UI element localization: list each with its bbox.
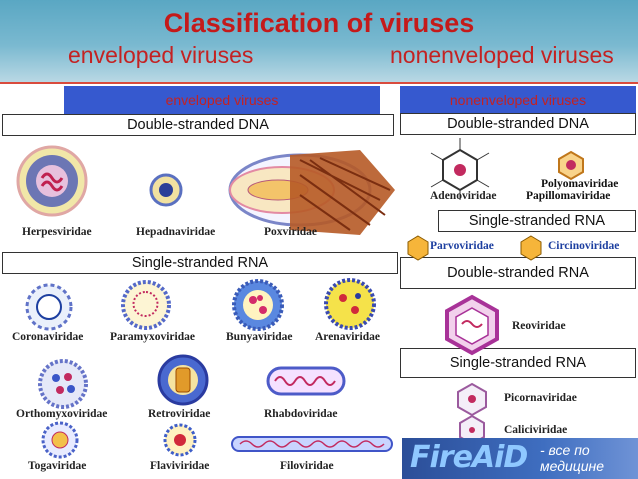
fireaid-logo: FireAiD - все по медицине — [402, 438, 638, 479]
virus-name-picornaviridae: Picornaviridae — [504, 392, 577, 404]
virus-name-reoviridae: Reoviridae — [512, 320, 566, 332]
logo-tagline-line-1: - все по — [540, 442, 590, 458]
virus-name-bunyaviridae: Bunyaviridae — [226, 331, 293, 343]
togavirus-icon — [41, 421, 79, 459]
flavivirus-icon — [163, 423, 197, 457]
coronavirus-icon — [25, 283, 73, 331]
virus-name-poxviridae: Poxviridae — [264, 226, 318, 238]
poxvirus-icon — [228, 150, 395, 235]
virus-name-filoviridae: Filoviridae — [280, 460, 334, 472]
paramyxovirus-icon — [121, 280, 171, 330]
virus-name-parvoviridae: Parvoviridae — [430, 240, 494, 252]
header-banner — [0, 0, 638, 82]
parvovirus-icon — [407, 235, 429, 261]
nonenv-ssrna-label-1: Single-stranded RNA — [438, 210, 636, 232]
circinovirus-icon — [520, 235, 542, 261]
virus-name-herpesviridae: Herpesviridae — [22, 226, 92, 238]
herpesvirus-icon — [16, 145, 88, 217]
polyomavirus-icon — [558, 150, 584, 181]
bunyavirus-icon — [232, 279, 284, 331]
virus-name-hepadnaviridae: Hepadnaviridae — [136, 226, 216, 238]
nonenv-ssrna-label-2: Single-stranded RNA — [400, 348, 636, 378]
virus-name-orthomyxoviridae: Orthomyxoviridae — [16, 408, 108, 420]
arenavirus-icon — [324, 278, 376, 330]
header-divider — [0, 82, 638, 84]
picornavirus-icon — [457, 382, 487, 417]
virus-name-paramyxoviridae: Paramyxoviridae — [110, 331, 195, 343]
virus-name-caliciviridae: Caliciviridae — [504, 424, 568, 436]
header-nonenveloped: nonenveloped viruses — [390, 42, 614, 68]
orthomyxovirus-icon — [38, 359, 88, 409]
reovirus-icon — [445, 294, 499, 356]
virus-name-polyomaviridae: Polyomaviridae — [541, 178, 619, 190]
env-dsdna-label: Double-stranded DNA — [2, 114, 394, 136]
env-ssrna-label: Single-stranded RNA — [2, 252, 398, 274]
enveloped-bar: enveloped viruses — [64, 86, 380, 114]
adenovirus-icon — [430, 138, 490, 200]
hepadnavirus-icon — [149, 173, 183, 207]
virus-name-rhabdoviridae: Rhabdoviridae — [264, 408, 338, 420]
logo-tagline-line-2: медицине — [540, 458, 605, 474]
header-enveloped: enveloped viruses — [68, 42, 254, 68]
virus-name-coronaviridae: Coronaviridae — [12, 331, 84, 343]
retrovirus-icon — [157, 354, 209, 406]
nonenveloped-bar: nonenveloped viruses — [400, 86, 636, 114]
virus-name-adenoviridae: Adenoviridae — [430, 190, 497, 202]
virus-name-retroviridae: Retroviridae — [148, 408, 211, 420]
virus-name-circinoviridae: Circinoviridae — [548, 240, 620, 252]
nonenv-dsrna-label: Double-stranded RNA — [400, 257, 636, 289]
virus-name-papillomaviridae: Papillomaviridae — [526, 190, 611, 202]
page-title: Classification of viruses — [163, 8, 475, 38]
filovirus-icon — [231, 436, 393, 452]
virus-name-flaviviridae: Flaviviridae — [150, 460, 210, 472]
logo-tagline: - все по медицине — [540, 442, 604, 474]
nonenv-dsdna-label: Double-stranded DNA — [400, 113, 636, 135]
virus-name-arenaviridae: Arenaviridae — [315, 331, 380, 343]
virus-name-togaviridae: Togaviridae — [28, 460, 87, 472]
rhabdovirus-icon — [266, 366, 346, 396]
logo-text: FireAiD — [410, 440, 528, 475]
